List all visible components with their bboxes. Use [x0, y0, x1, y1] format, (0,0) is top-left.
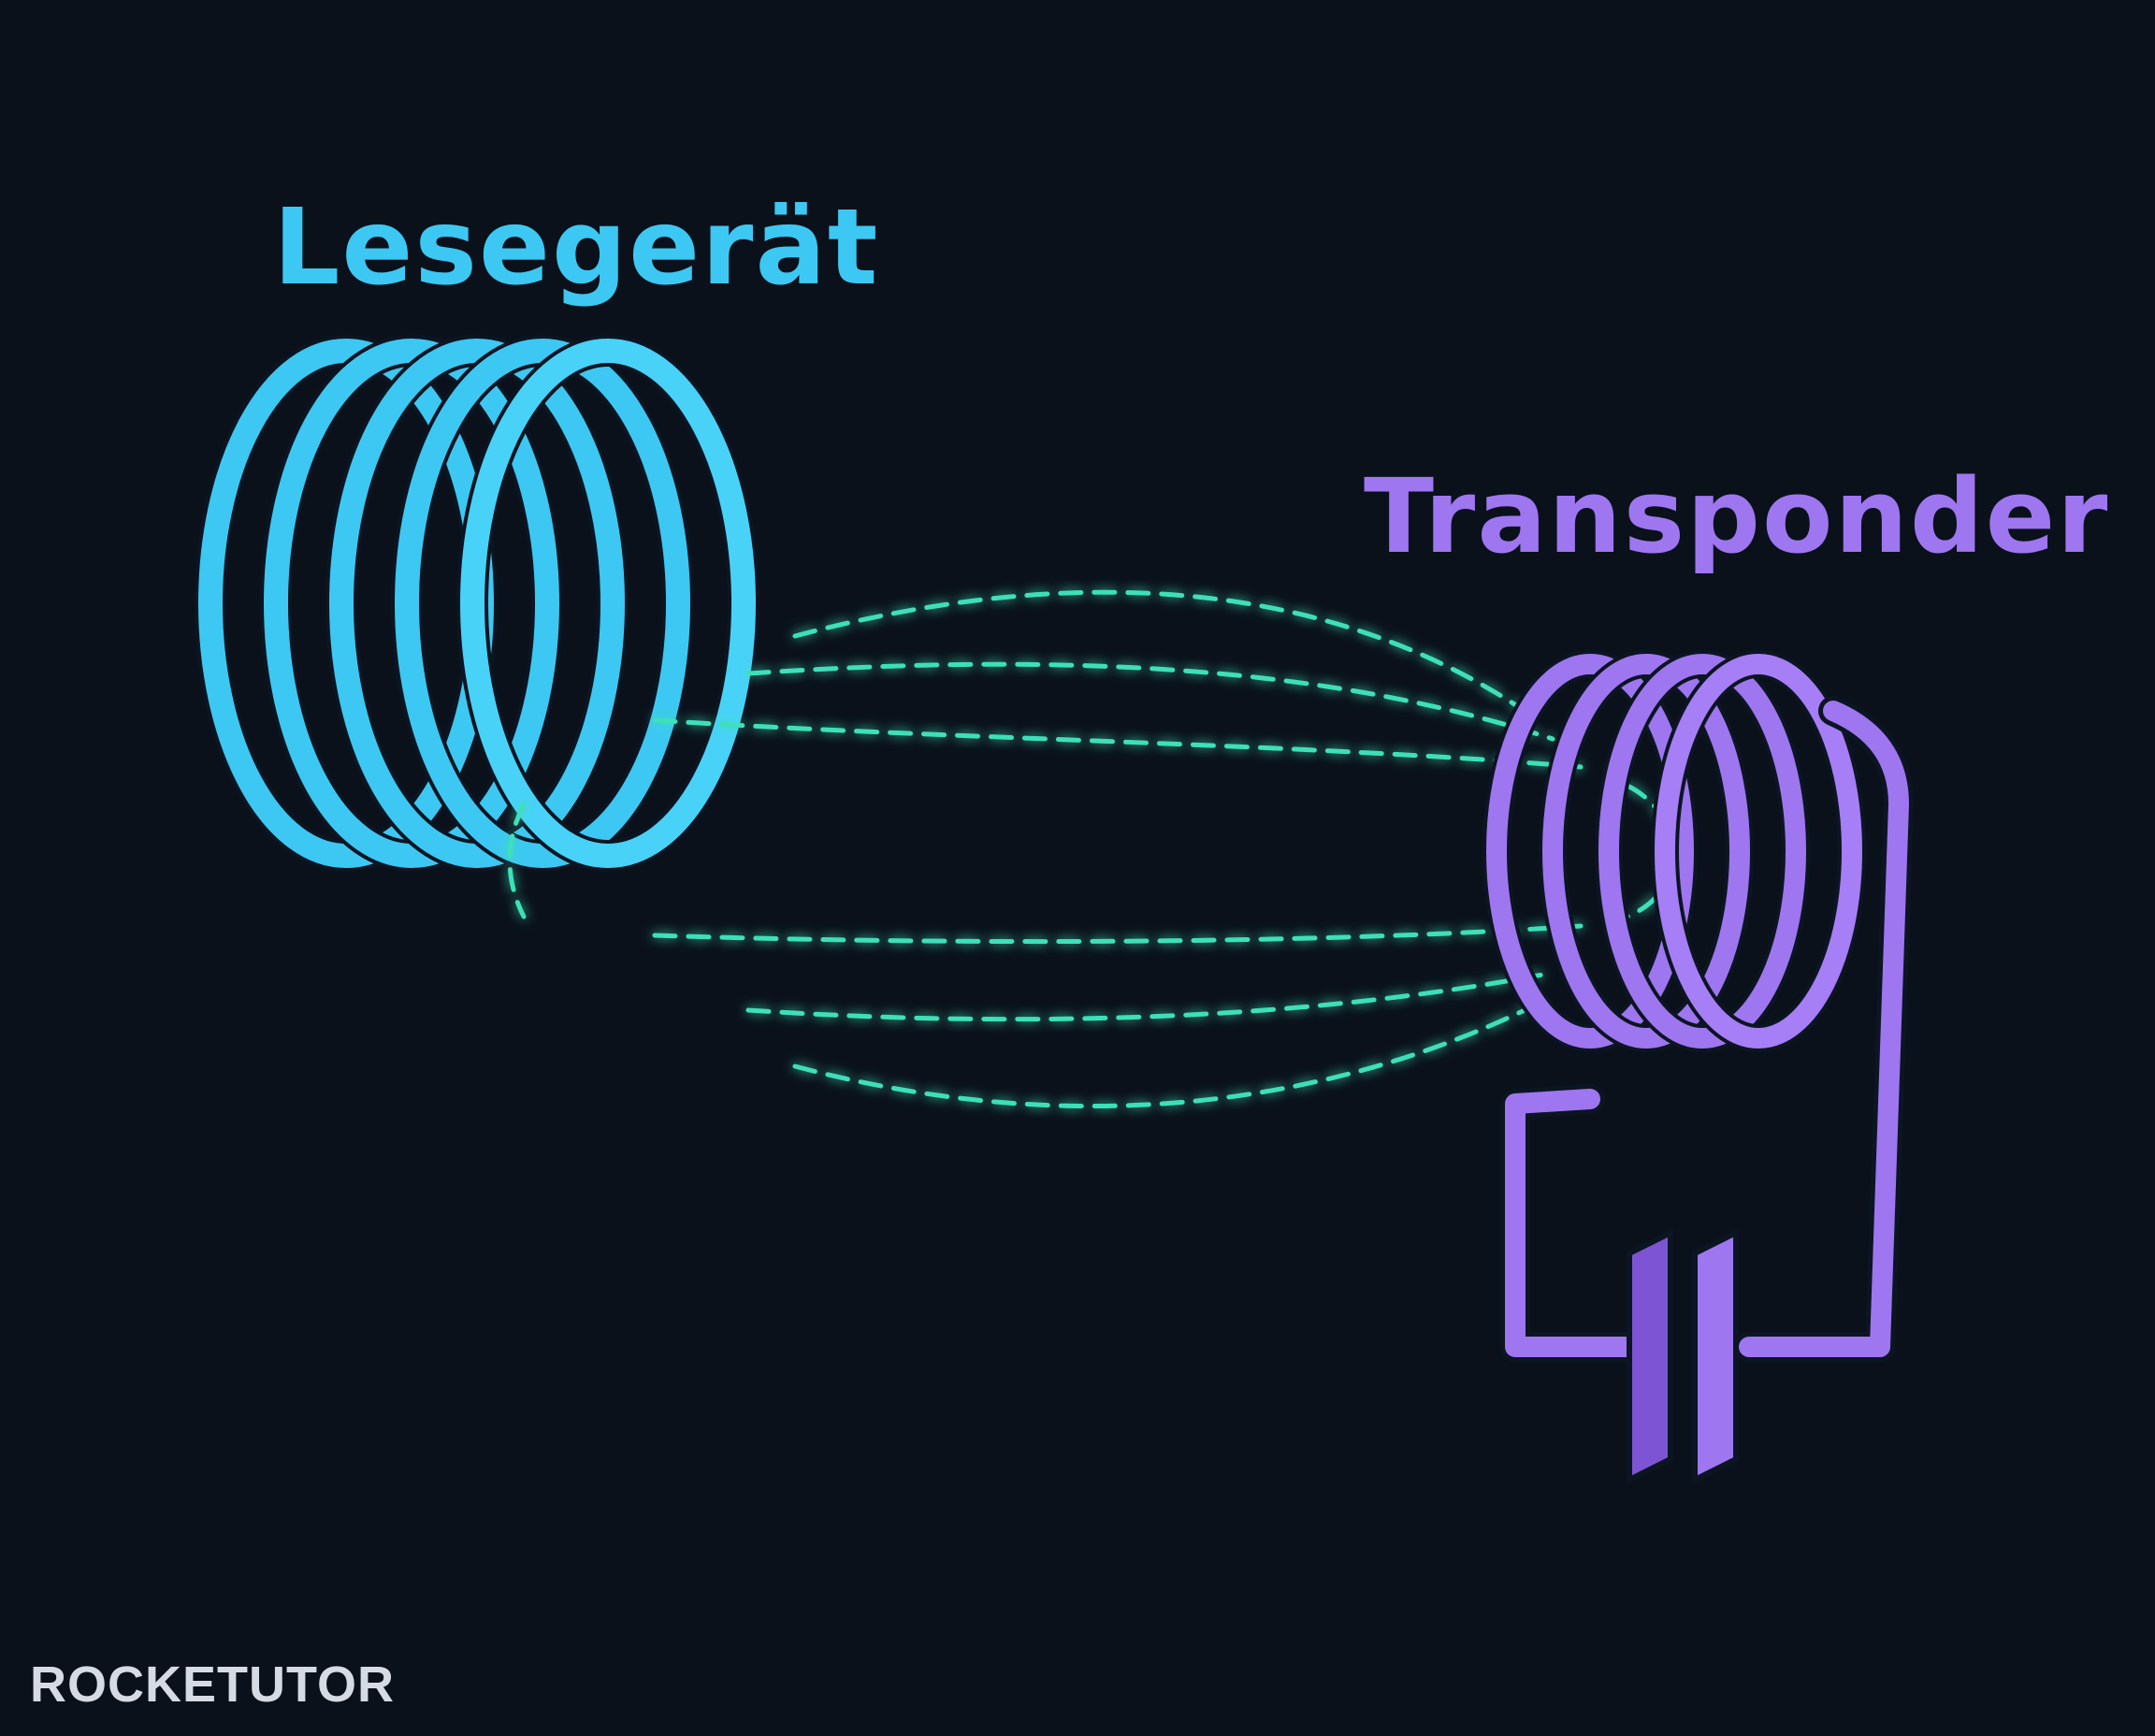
transponder-label: Transponder: [1364, 456, 2110, 576]
field-line: [792, 1007, 1527, 1109]
field-line: [745, 970, 1555, 1022]
reader-coil: [195, 335, 759, 872]
reader-coil-turn: [329, 339, 625, 868]
reader-label: Lesegerät: [273, 187, 880, 309]
field-line: [745, 661, 1555, 742]
capacitor-plate: [1627, 1228, 1673, 1484]
reader-coil-turn: [395, 339, 690, 868]
field-line: [792, 589, 1527, 714]
transponder-coil-turn: [1598, 654, 1806, 1049]
transponder-coil-turn: [1542, 654, 1750, 1049]
transponder-circuit-wire: [1500, 696, 1914, 1362]
capacitor: [1627, 1228, 1739, 1484]
transponder-coil: [1482, 650, 1866, 1052]
reader-coil-turn: [460, 339, 756, 868]
field-line: [652, 923, 1584, 945]
field-line: [507, 802, 527, 919]
circuit-wire: [1505, 701, 1909, 1357]
reader-coil-turn: [264, 339, 559, 868]
capacitor-plate: [1692, 1228, 1739, 1484]
rockettutor-logo: ROCKETUTOR: [30, 1656, 396, 1713]
transponder-coil-turn: [1486, 654, 1694, 1049]
field-line: [652, 717, 1584, 770]
magnetic-field-lines: [507, 589, 1676, 1109]
transponder-coil-turn: [1655, 654, 1862, 1049]
